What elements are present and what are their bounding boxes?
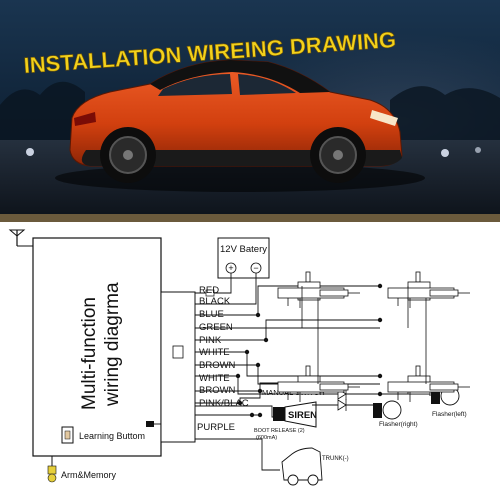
boot-release-current: (600mA) — [256, 435, 277, 441]
battery-minus: − — [253, 263, 258, 273]
wire-junction — [377, 317, 383, 323]
hero-banner: INSTALLATION WIREING DRAWING — [0, 0, 500, 222]
hero-car-image: INSTALLATION WIREING DRAWING — [0, 0, 500, 222]
wire-label-black: BLACK — [199, 296, 231, 307]
door-actuator-icon — [387, 365, 470, 402]
module-title-line1: Multi-function — [79, 297, 100, 410]
wire-label-green: GREEN — [199, 322, 233, 333]
front-wheel — [310, 127, 366, 183]
led-icon — [47, 465, 57, 483]
arm-memory-label: Arm&Memory — [61, 470, 117, 480]
door-actuator-icon — [277, 365, 360, 402]
wire-junction — [377, 391, 383, 397]
rear-wheel — [100, 127, 156, 183]
battery-plus: + — [228, 263, 233, 273]
flasher-left-label: Flasher(left) — [432, 411, 467, 418]
door-actuator-icon — [387, 271, 470, 308]
wire-junction — [235, 373, 241, 379]
wire-junction — [257, 412, 263, 418]
wire-junction — [255, 362, 261, 368]
wire-junction — [255, 312, 261, 318]
fuse-icon — [205, 289, 215, 297]
learning-button-label: Learning Buttom — [79, 431, 145, 441]
trunk-label: TRUNK(-) — [322, 456, 349, 462]
wire-label-white: WHITE — [199, 347, 230, 358]
wire-label-pink-blac: PINK/BLAC — [199, 398, 249, 409]
antenna-icon — [8, 229, 33, 247]
flasher-icon — [373, 400, 402, 420]
wire-label-red: RED — [199, 285, 219, 296]
wiring-diagram: Multi-function wiring diagrma Learning B… — [0, 222, 500, 500]
siren-label: SIREN — [288, 410, 317, 421]
wire-junction — [257, 388, 263, 394]
wire-label-white: WHITE — [199, 373, 230, 384]
car-trunk-icon — [281, 447, 323, 486]
module-title-line2: wiring diagrma — [102, 282, 123, 407]
wire-junction — [263, 337, 269, 343]
wire-junction — [237, 400, 243, 406]
door-actuator-icon — [277, 271, 360, 308]
wire-connector — [160, 291, 196, 443]
wire-junction — [377, 283, 383, 289]
boot-release-label: BOOT RELEASE (2) — [254, 428, 305, 434]
manual-switch-label: MANUAL SWITCH — [262, 388, 325, 397]
wire-label-blue: BLUE — [199, 309, 224, 320]
wire-junction — [249, 412, 255, 418]
wire-label-brown: BROWN — [199, 385, 236, 396]
battery-label: 12V Batery — [220, 244, 267, 255]
diode-icon — [337, 399, 347, 411]
battery-icon — [217, 237, 270, 279]
wire-label-brown: BROWN — [199, 360, 236, 371]
siren-icon — [273, 401, 317, 428]
wire-junction — [244, 349, 250, 355]
flasher-right-label: Flasher(right) — [379, 421, 418, 428]
wire-label-purple: PURPLE — [197, 422, 235, 433]
wire-junction — [377, 373, 383, 379]
wire-label-pink: PINK — [199, 335, 222, 346]
control-module — [32, 237, 162, 457]
